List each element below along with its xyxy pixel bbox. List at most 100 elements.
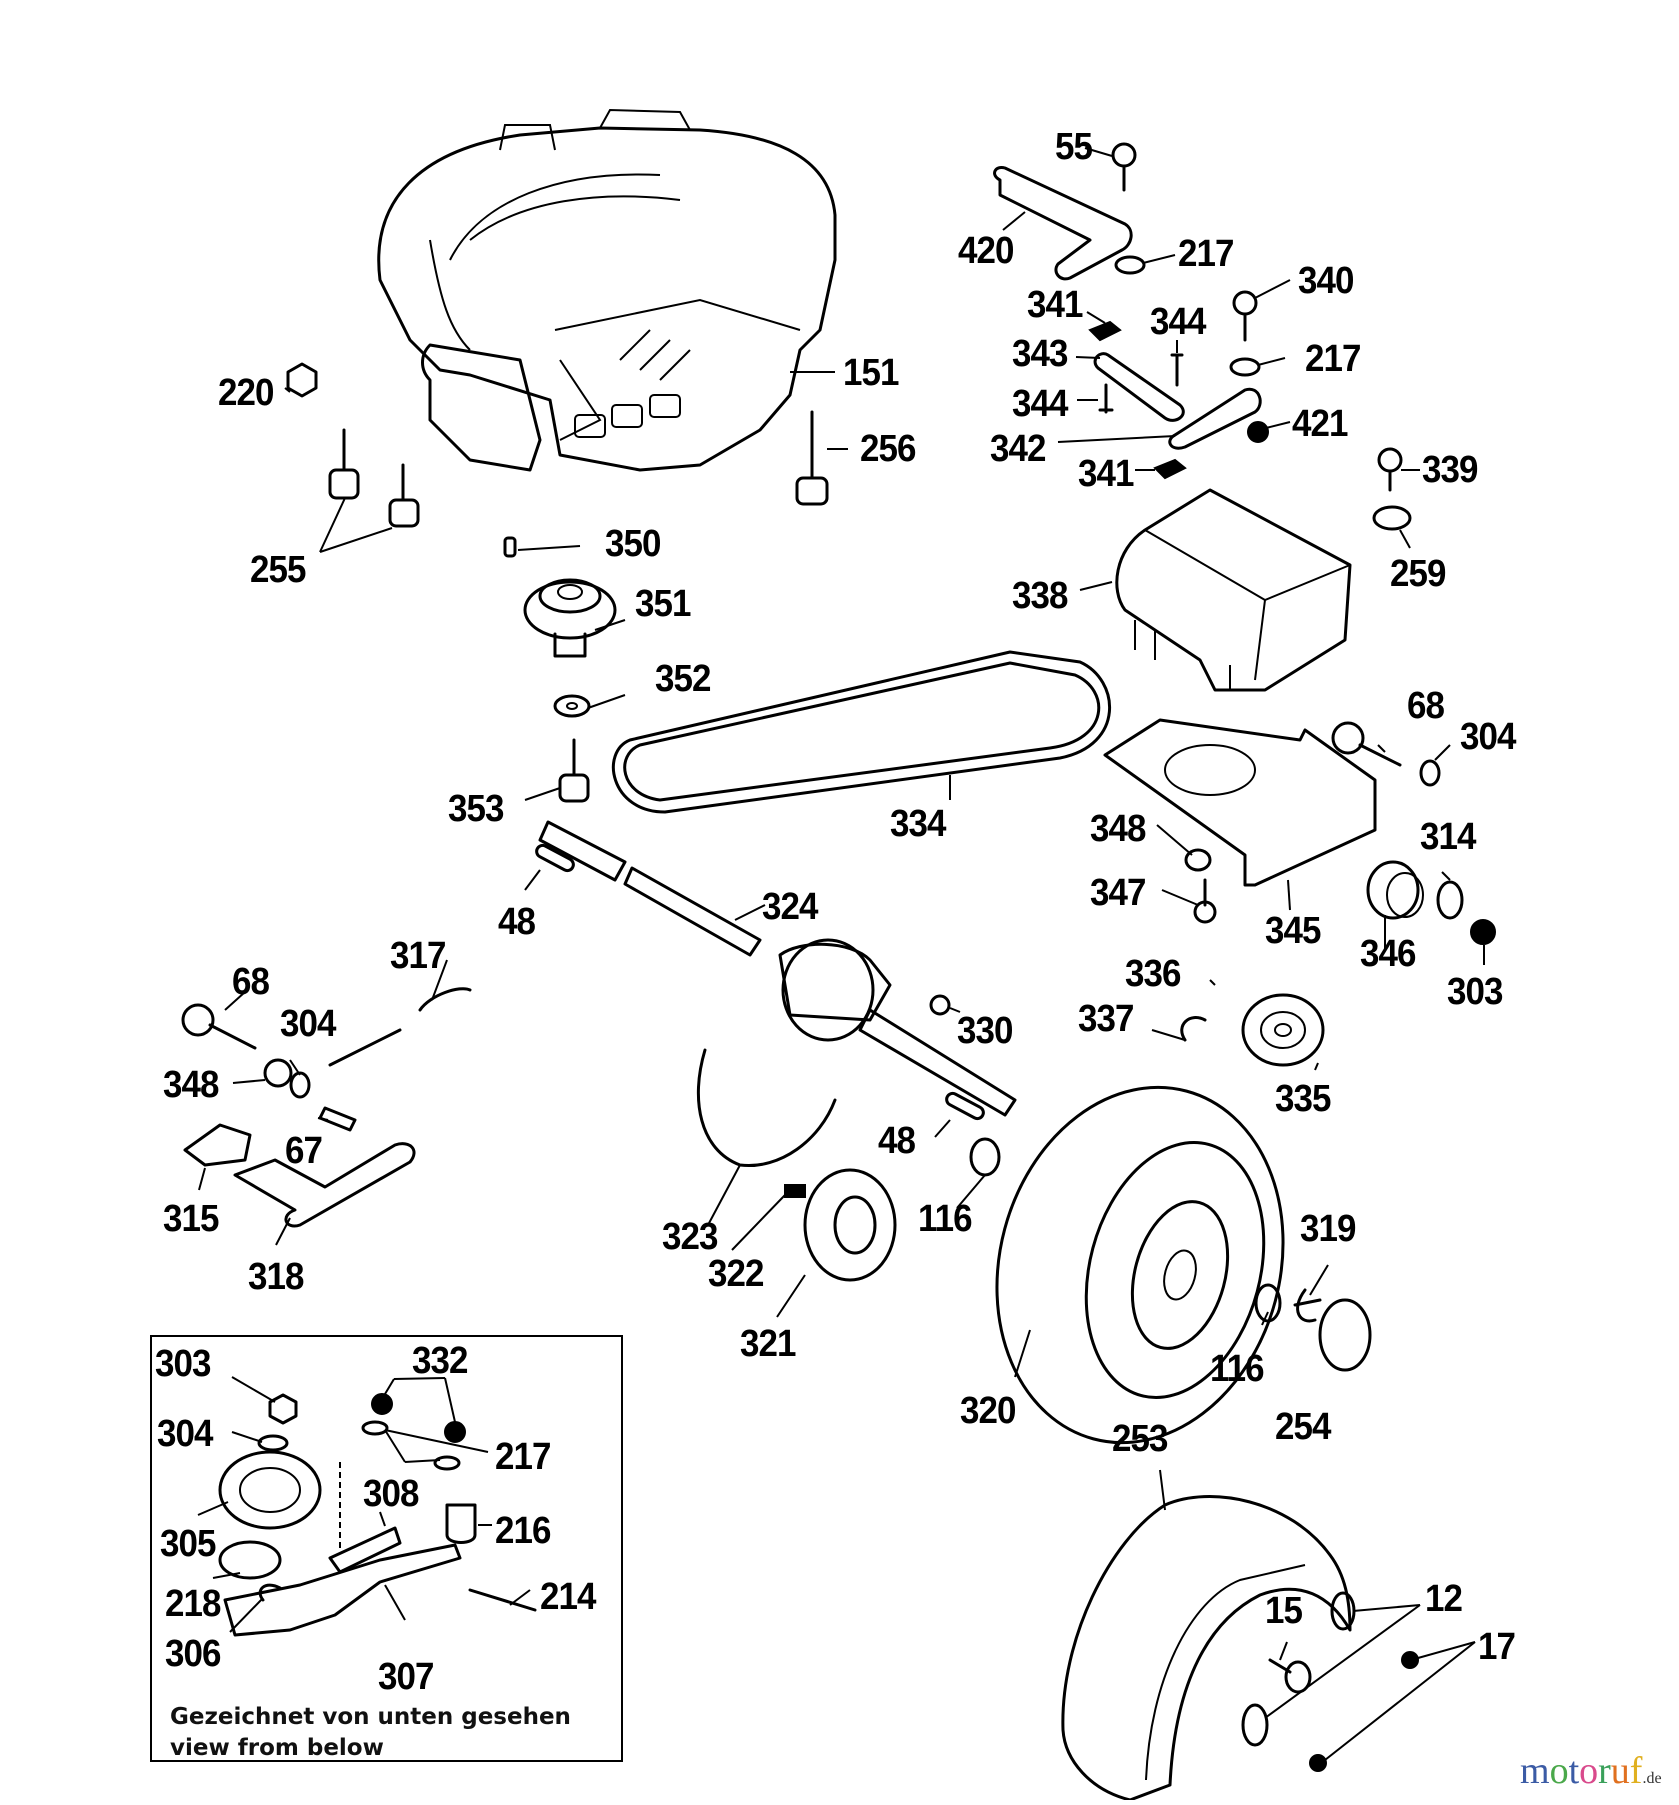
inset-caption: Gezeichnet von unten gesehen view from b… — [170, 1702, 571, 1764]
logo-letter: o — [1579, 1750, 1599, 1792]
part-label: 351 — [635, 583, 691, 625]
part-label: 303 — [1447, 971, 1503, 1013]
part-label: 217 — [1305, 338, 1361, 380]
clip-337 — [1180, 1016, 1207, 1042]
bolt-347 — [1193, 878, 1217, 924]
part-label: 68 — [1407, 685, 1445, 727]
clip-341 — [1153, 458, 1187, 480]
inset-part-label: 306 — [165, 1633, 221, 1675]
inset-part-label: 218 — [165, 1583, 221, 1625]
bolt-340 — [1232, 290, 1258, 342]
belt-334 — [611, 650, 1111, 814]
mounts-255 — [328, 428, 420, 528]
part-label: 17 — [1478, 1626, 1516, 1668]
part-label: 348 — [1090, 808, 1146, 850]
part-label: 314 — [1420, 816, 1476, 858]
washer-304 — [289, 1071, 311, 1099]
part-label: 330 — [957, 1010, 1013, 1052]
part-label: 420 — [958, 230, 1014, 272]
inset-drawing — [218, 1393, 537, 1637]
part-label: 55 — [1055, 126, 1093, 168]
nut-421 — [1247, 421, 1269, 443]
pin-344 — [1170, 353, 1184, 387]
part-label: 15 — [1265, 1590, 1303, 1632]
part-label: 353 — [448, 788, 504, 830]
inset-part-label: 304 — [157, 1413, 213, 1455]
nut-220 — [286, 362, 318, 398]
bolt-55 — [1111, 142, 1137, 192]
part-label: 315 — [163, 1198, 219, 1240]
logo-letter: f — [1629, 1750, 1643, 1792]
part-label: 151 — [843, 352, 899, 394]
clip-341 — [1088, 320, 1122, 342]
axle-324 — [538, 820, 1017, 1117]
inset-part-label: 303 — [155, 1343, 211, 1385]
caption-german: Gezeichnet von unten gesehen — [170, 1704, 571, 1730]
bolt-68 — [1331, 721, 1402, 767]
part-label: 304 — [280, 1003, 336, 1045]
part-label: 321 — [740, 1323, 796, 1365]
inset-part-label: 217 — [495, 1436, 551, 1478]
part-label: 324 — [762, 886, 818, 928]
caption-english: view from below — [170, 1735, 384, 1761]
inset-part-label: 307 — [378, 1656, 434, 1698]
part-label: 344 — [1012, 383, 1068, 425]
part-label: 341 — [1078, 453, 1134, 495]
logo-letter: m — [1520, 1750, 1550, 1792]
part-label: 12 — [1425, 1578, 1463, 1620]
part-label: 348 — [163, 1064, 219, 1106]
part-label: 350 — [605, 523, 661, 565]
part-label: 343 — [1012, 333, 1068, 375]
part-label: 317 — [390, 935, 446, 977]
part-label: 116 — [1210, 1348, 1265, 1390]
watermark-logo: motoruf.de — [1520, 1752, 1662, 1790]
logo-text: motoruf — [1520, 1750, 1642, 1792]
part-label: 323 — [662, 1216, 718, 1258]
part-label: 345 — [1265, 910, 1321, 952]
inset-part-label: 214 — [540, 1576, 596, 1618]
key-350 — [503, 536, 517, 558]
plate-345 — [1103, 718, 1377, 887]
part-label: 352 — [655, 658, 711, 700]
part-label: 344 — [1150, 301, 1206, 343]
bolt-15 — [1268, 1658, 1312, 1694]
bracket-420 — [993, 165, 1133, 281]
link-322 — [784, 1184, 806, 1198]
washer-304 — [1419, 759, 1441, 787]
bolt-353 — [558, 738, 590, 803]
link-343 — [1093, 352, 1185, 422]
part-label: 337 — [1078, 998, 1134, 1040]
clip-319 — [1296, 1288, 1317, 1323]
fender-253 — [1061, 1495, 1352, 1802]
part-label: 254 — [1275, 1406, 1331, 1448]
part-label: 320 — [960, 1390, 1016, 1432]
cap-254 — [1293, 1298, 1372, 1372]
part-label: 346 — [1360, 933, 1416, 975]
spacer-346 — [1366, 860, 1424, 920]
spring-317 — [328, 987, 472, 1067]
part-label: 341 — [1027, 284, 1083, 326]
logo-suffix: .de — [1642, 1770, 1662, 1787]
part-label: 322 — [708, 1253, 764, 1295]
pulley-351 — [523, 578, 617, 658]
part-label: 340 — [1298, 260, 1354, 302]
part-label: 421 — [1292, 403, 1348, 445]
part-label: 334 — [890, 803, 946, 845]
part-label: 253 — [1112, 1418, 1168, 1460]
washer-116 — [969, 1137, 1001, 1177]
part-label: 116 — [918, 1198, 973, 1240]
pin-67 — [318, 1106, 357, 1132]
part-label: 217 — [1178, 233, 1234, 275]
pin-344 — [1098, 383, 1114, 414]
sprocket-321 — [803, 1168, 897, 1282]
washer-116 — [1254, 1283, 1282, 1323]
part-label: 67 — [285, 1130, 323, 1172]
inset-part-label: 216 — [495, 1510, 551, 1552]
part-label: 256 — [860, 428, 916, 470]
bolt-68 — [181, 1003, 257, 1050]
key-48 — [945, 1091, 985, 1121]
logo-letter: o — [1549, 1750, 1569, 1792]
part-label: 342 — [990, 428, 1046, 470]
